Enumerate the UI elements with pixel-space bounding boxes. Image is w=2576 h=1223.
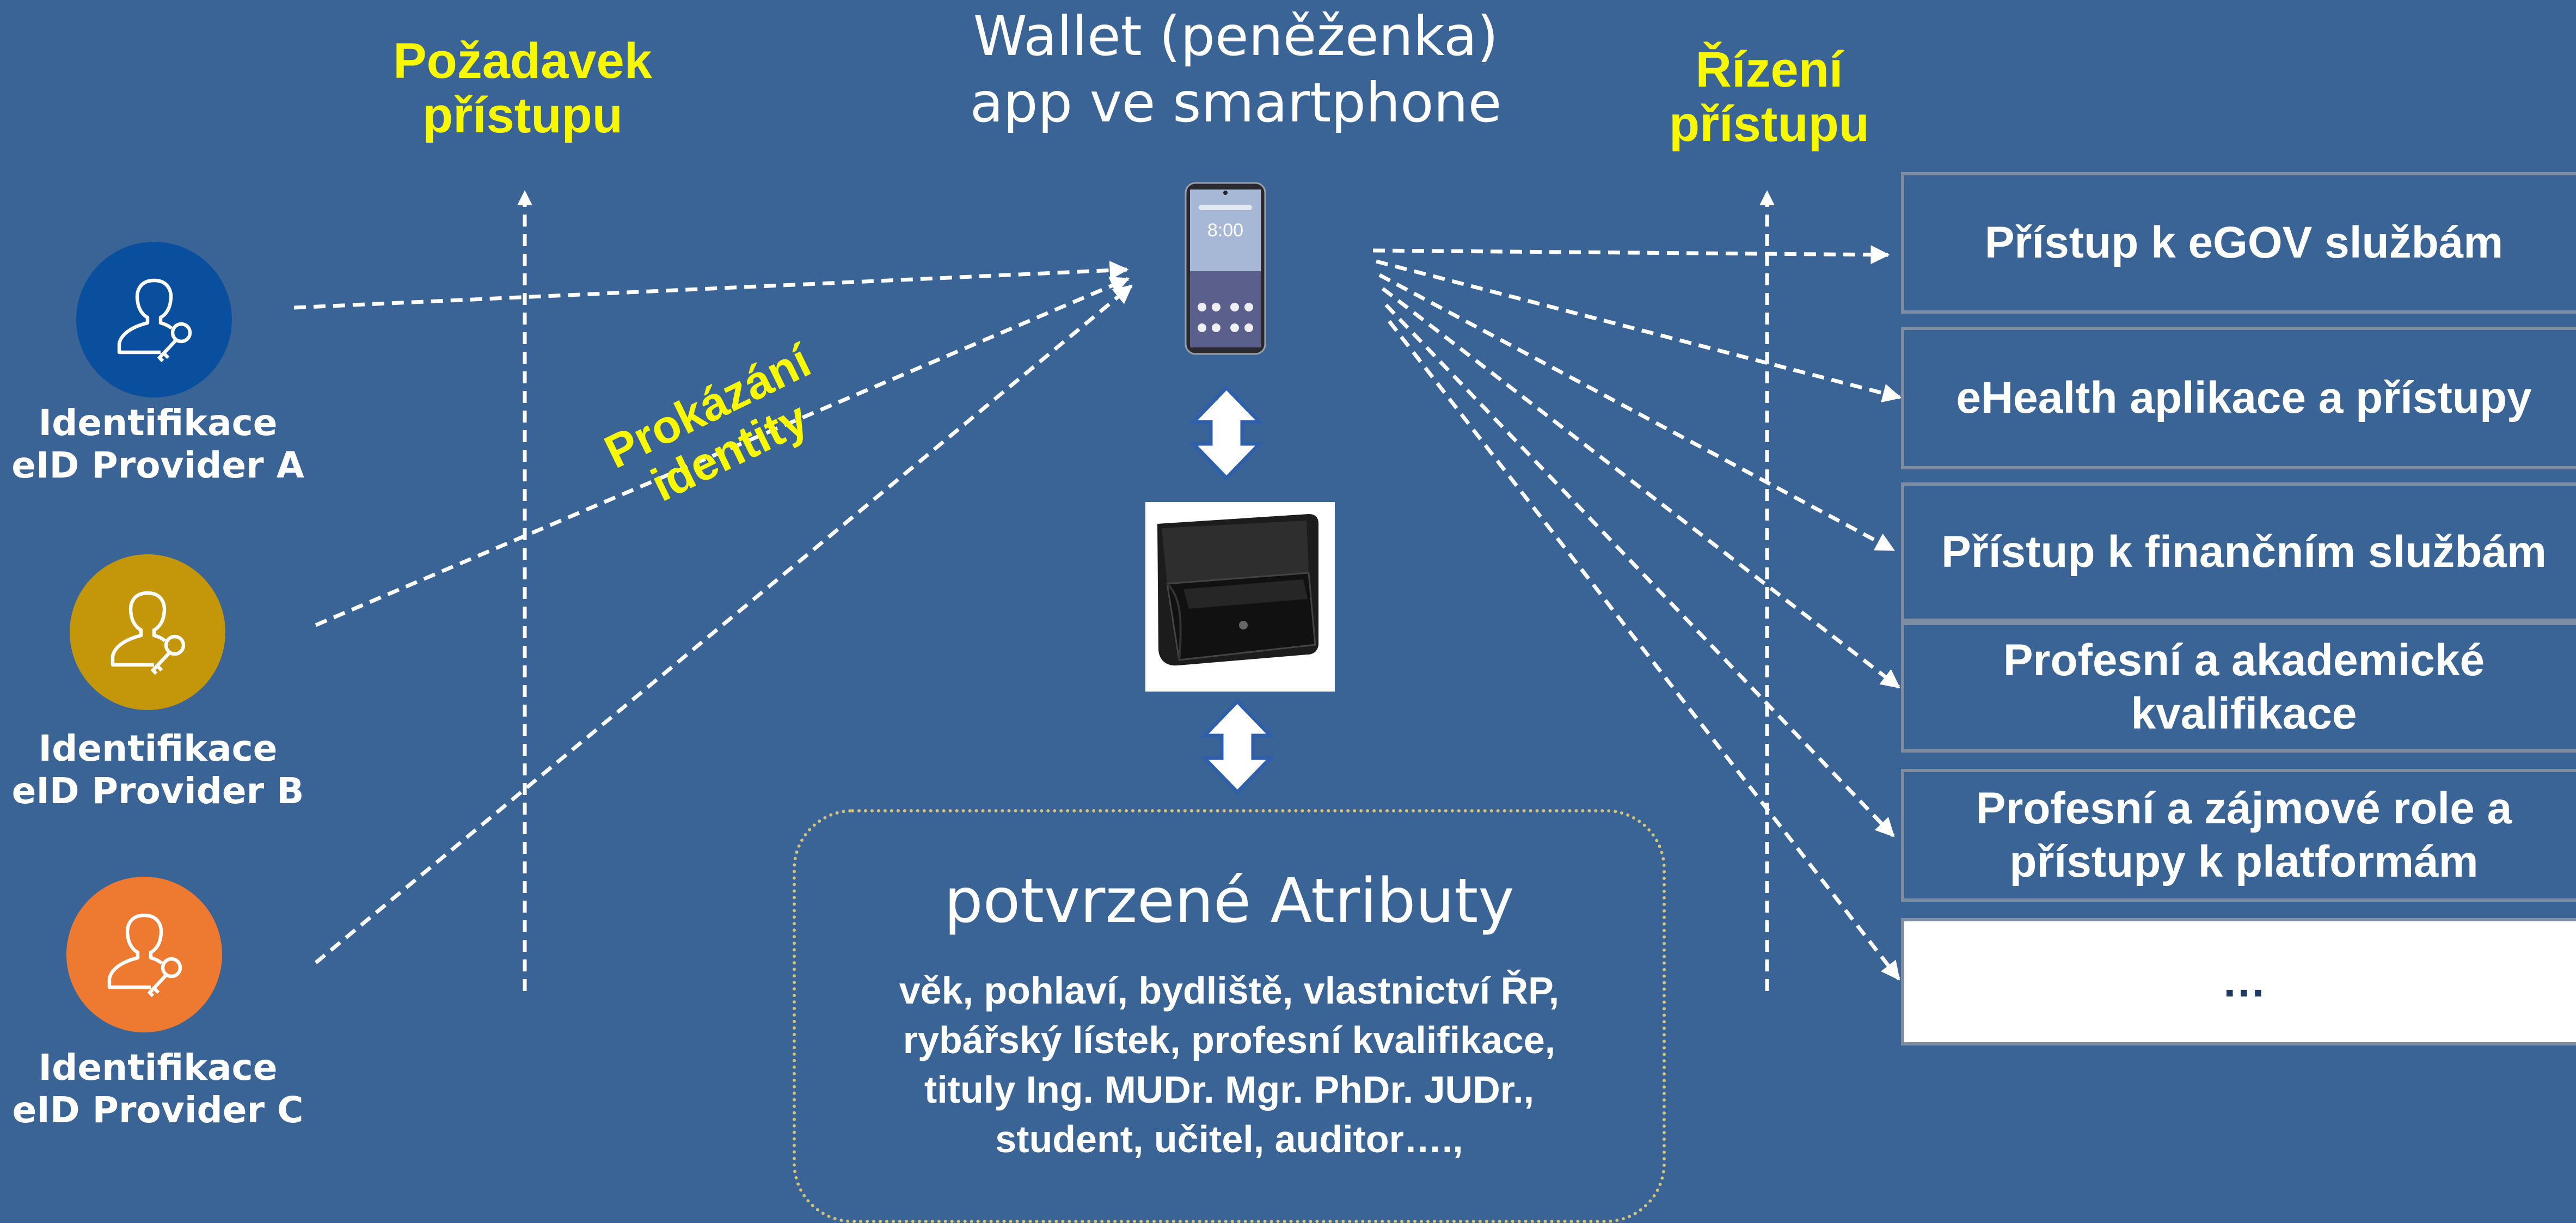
arrow-provider-a	[293, 260, 1129, 310]
service-more: …	[1901, 918, 2576, 1045]
double-arrow-lower	[1199, 698, 1275, 796]
service-qualifications: Profesní a akademické kvalifikace	[1901, 622, 2576, 753]
service-ehealth: eHealth aplikace a přístupy	[1901, 327, 2576, 469]
wallet-app-heading: Wallet (peněženka) app ve smartphone	[970, 4, 1502, 134]
provider-c-badge	[66, 877, 222, 1032]
arrow-service-3	[1378, 273, 1896, 552]
arrow-service-1	[1372, 245, 1890, 265]
attributes-list: věk, pohlaví, bydliště, vlastnictví ŘP, …	[899, 969, 1560, 1160]
user-key-icon	[111, 591, 186, 675]
wallet-image	[1145, 502, 1335, 692]
arrow-service-4	[1381, 287, 1900, 689]
arrow-service-6	[1388, 320, 1900, 981]
attributes-title: potvrzené Atributy	[944, 866, 1514, 937]
arrow-provider-b	[315, 277, 1130, 627]
connector-layer	[293, 190, 1902, 991]
attributes-box: potvrzené Atributy věk, pohlaví, bydlišt…	[793, 809, 1666, 1223]
request-access-heading: Požadavek přístupu	[393, 33, 652, 143]
arrow-provider-c	[314, 284, 1133, 964]
provider-a-label: Identifikace eID Provider A	[11, 402, 304, 486]
arrow-service-2	[1376, 259, 1902, 403]
user-key-icon	[117, 278, 192, 363]
smartphone-image: 8:00	[1185, 182, 1266, 355]
access-control-heading: Řízení přístupu	[1669, 42, 1869, 152]
provider-b-badge	[70, 554, 225, 710]
double-arrow-upper	[1188, 384, 1265, 481]
provider-b-label: Identifikace eID Provider B	[11, 727, 304, 812]
provider-a-badge	[76, 242, 232, 398]
service-egov: Přístup k eGOV službám	[1901, 172, 2576, 314]
service-finance: Přístup k finančním službám	[1901, 482, 2576, 622]
arrow-service-5	[1384, 303, 1895, 837]
service-roles-platforms: Profesní a zájmové role a přístupy k pla…	[1901, 769, 2576, 902]
user-key-icon	[107, 913, 182, 998]
phone-time: 8:00	[1207, 220, 1243, 241]
provider-c-label: Identifikace eID Provider C	[12, 1047, 304, 1131]
